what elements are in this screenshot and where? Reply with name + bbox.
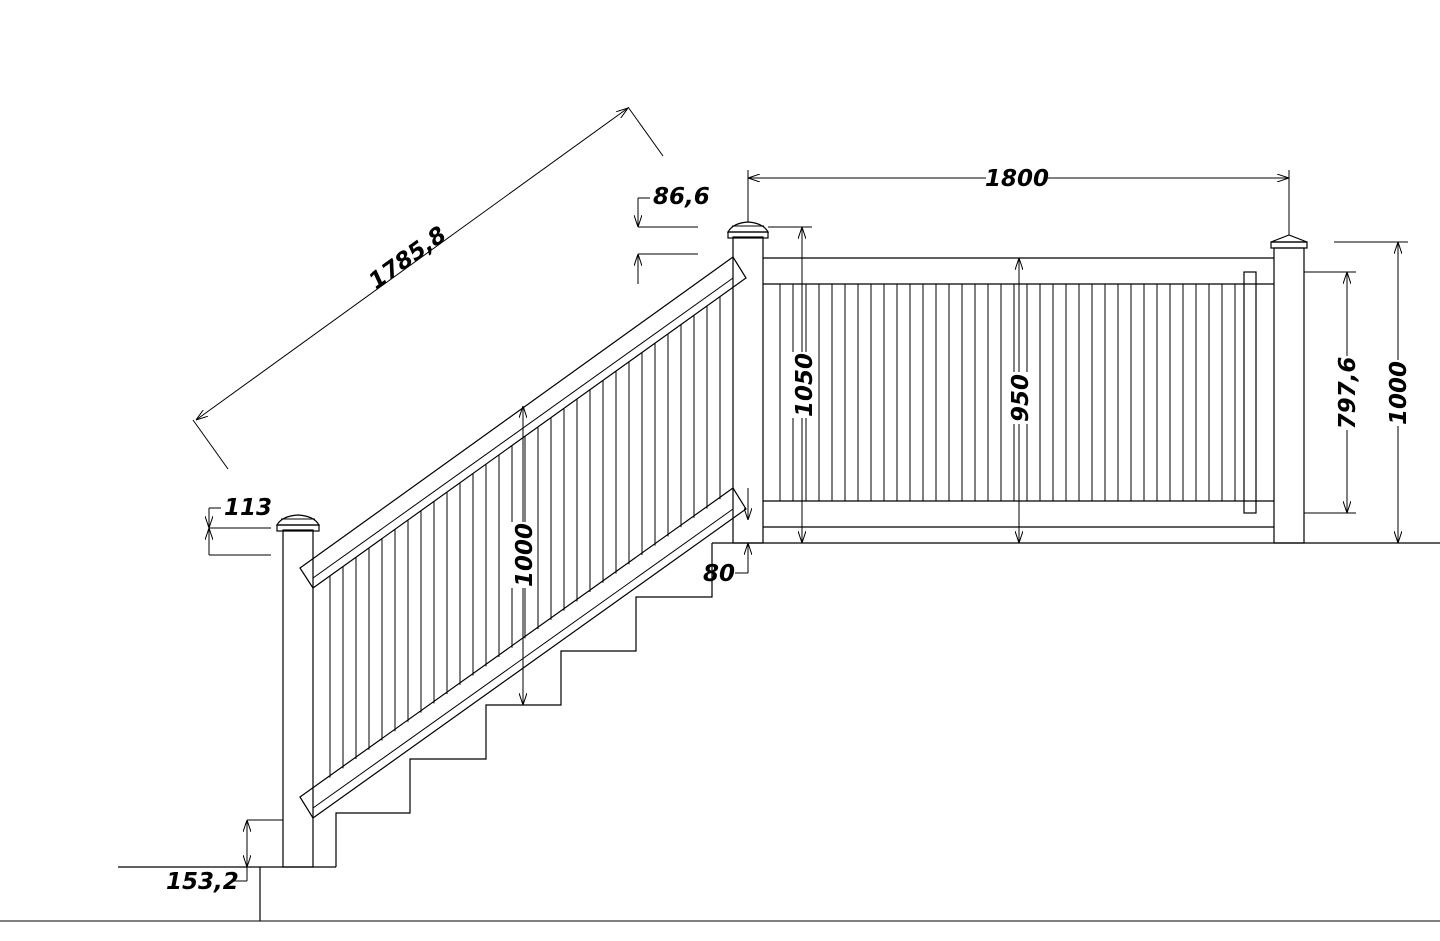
label-797-6: 797,6: [1335, 357, 1361, 430]
label-113: 113: [224, 495, 272, 521]
label-80: 80: [703, 561, 735, 587]
label-1800: 1800: [985, 166, 1049, 192]
dim-bottom-gap-stair: 153,2: [166, 819, 283, 895]
label-1050: 1050: [792, 353, 818, 417]
dim-total-height: 1000: [1334, 241, 1412, 543]
platform-end-post: [1270, 234, 1308, 544]
dim-bottom-gap-platform: 80: [703, 488, 748, 587]
label-1785-8: 1785,8: [364, 222, 451, 295]
dim-panel-height: 950: [1006, 258, 1034, 543]
dim-stair-rail-height: 1000: [511, 406, 538, 705]
dim-platform-width: 1800: [747, 164, 1290, 235]
platform-rail-panel: [763, 257, 1274, 528]
dim-cap-top-post: 86,6: [638, 184, 710, 284]
label-950: 950: [1008, 374, 1034, 422]
dim-cap-bottom-post: 113: [209, 495, 272, 556]
dim-post-height: 1050: [768, 226, 818, 543]
label-1000-right: 1000: [1386, 361, 1412, 425]
stair-steps: [335, 543, 713, 867]
stair-bottom-post: [275, 514, 321, 868]
dim-infill-height: 797,6: [1304, 271, 1361, 514]
label-153-2: 153,2: [166, 869, 239, 895]
label-1000-stair: 1000: [512, 523, 538, 587]
ground-lines: [0, 542, 1440, 922]
label-86-6: 86,6: [653, 184, 710, 210]
dim-stair-rail-length: 1785,8: [192, 106, 664, 470]
